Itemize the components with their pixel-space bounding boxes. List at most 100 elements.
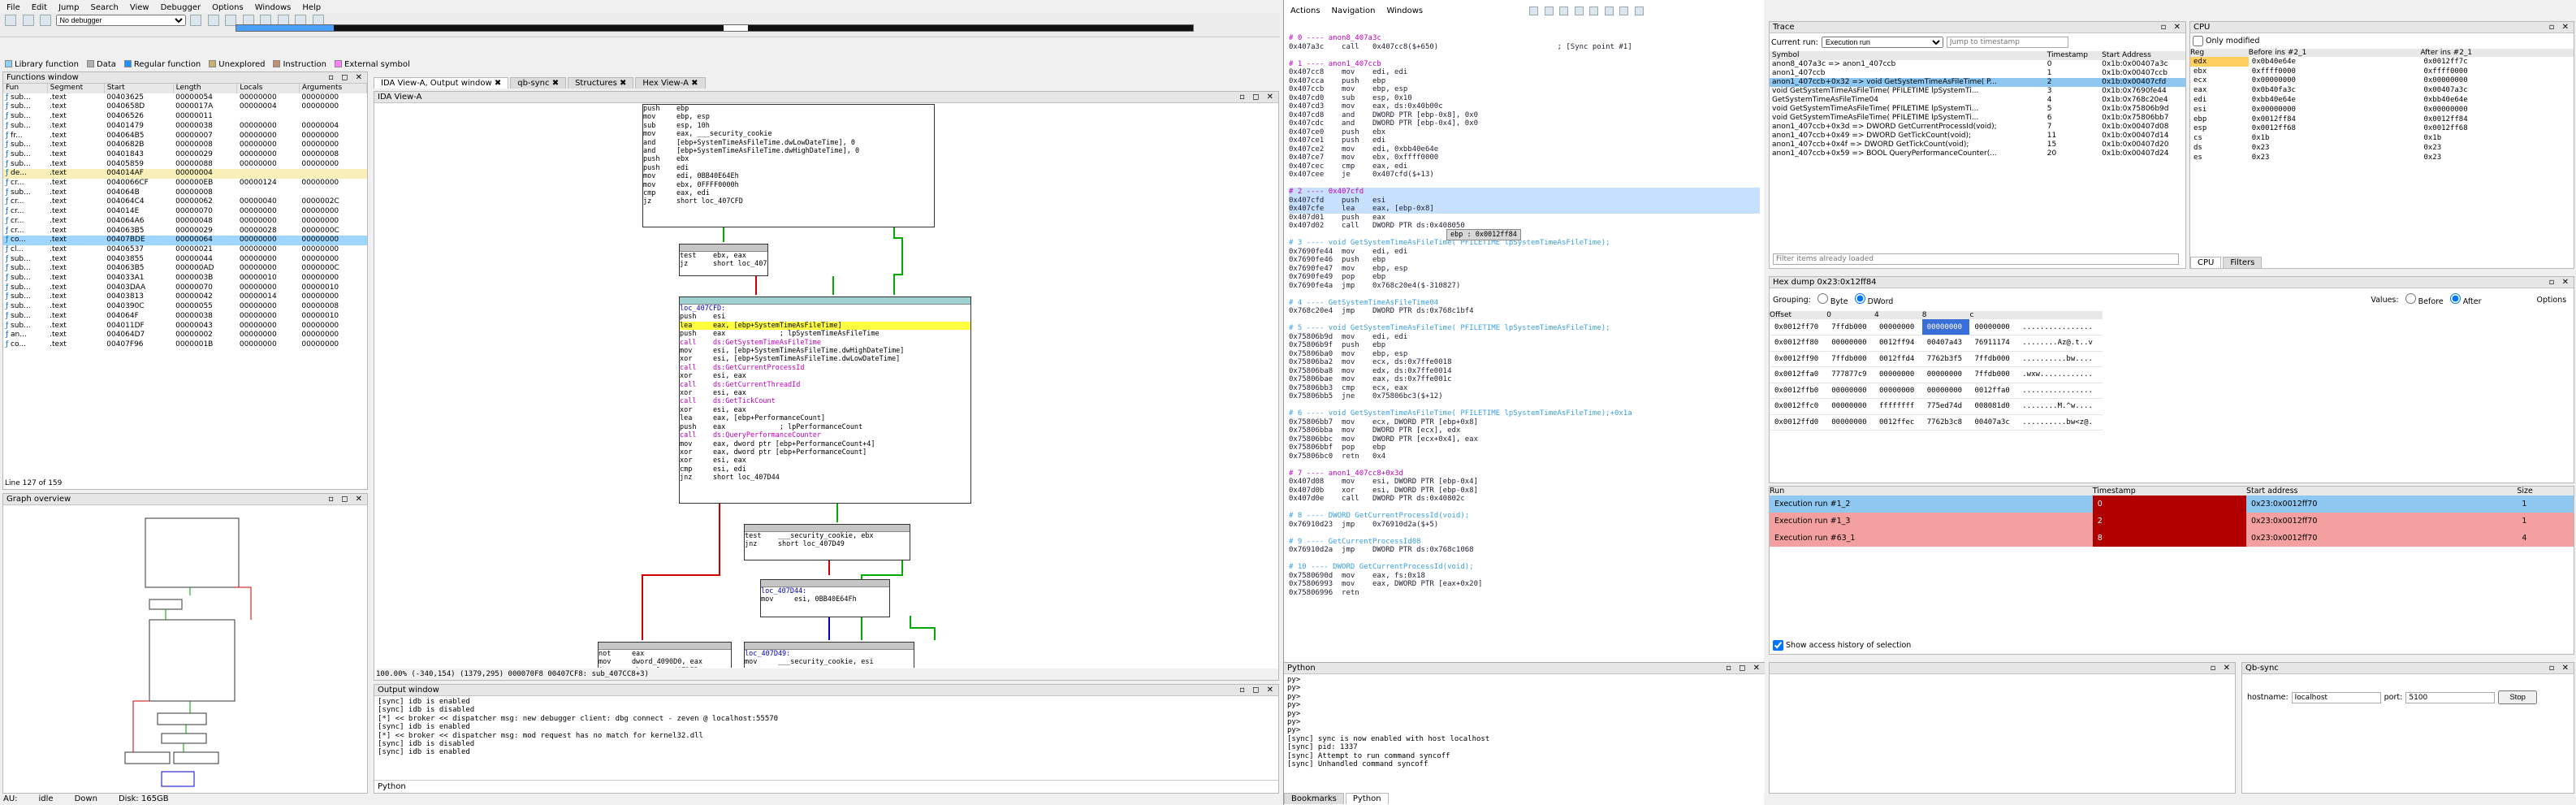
tab-qb-sync[interactable]: qb-sync ✖ [510, 77, 567, 89]
column-header[interactable]: Fun [3, 84, 48, 93]
pause-icon[interactable] [22, 15, 34, 26]
asm-line[interactable]: loc_407CFD: [680, 305, 726, 313]
column-header[interactable]: Start Address [2102, 51, 2151, 59]
asm-line[interactable]: 0x7690fe49 pop ebp [1289, 273, 1386, 281]
column-header[interactable]: Locals [236, 84, 300, 93]
asm-line[interactable]: 0x407ccb mov ebp, esp [1289, 85, 1408, 93]
asm-line[interactable]: jnz short loc_407D44 [680, 474, 780, 483]
trace-row[interactable]: anon1_407ccb+0x3d => DWORD GetCurrentPro… [1770, 123, 2185, 132]
asm-line[interactable]: 0x75806b9f push ebp [1289, 341, 1386, 349]
run-to-cursor-icon[interactable] [225, 15, 236, 26]
asm-line[interactable]: cmp esi, edi [680, 465, 746, 474]
asm-line[interactable]: 0x75806ba2 mov ecx, ds:0x7ffe0018 [1289, 358, 1452, 366]
asm-line[interactable]: 0x407cd3 mov eax, ds:0x40b00c [1289, 102, 1443, 110]
jump-to-timestamp-input[interactable] [1946, 37, 2068, 48]
block-header[interactable]: # 3 ---- void GetSystemTimeAsFileTime( P… [1289, 239, 1610, 247]
block-header[interactable]: # 4 ---- GetSystemTimeAsFileTime04 [1289, 298, 1439, 307]
menu-jump[interactable]: Jump [58, 2, 80, 12]
asm-line[interactable]: 0x75806bb5 jne 0x75806bc3($+12) [1289, 392, 1443, 400]
asm-line[interactable]: 0x7690fe46 push ebp [1289, 256, 1386, 264]
after-radio[interactable]: After [2449, 293, 2482, 306]
trace-row[interactable]: void GetSystemTimeAsFileTime( PFILETIME … [1770, 105, 2185, 114]
run-icon[interactable] [5, 15, 16, 26]
asm-line[interactable]: 0x75806b9d mov edi, edi [1289, 332, 1408, 341]
asm-line[interactable]: jmp short loc_407D5B [599, 667, 731, 668]
asm-line[interactable]: 0x76910d23 jmp 0x76910d2a($+5) [1289, 520, 1439, 529]
asm-line[interactable]: and [ebp+SystemTimeAsFileTime.dwHighDate… [643, 147, 860, 156]
asm-line[interactable]: 0x75806996 retn [1289, 588, 1359, 597]
column-header[interactable]: Size [2517, 487, 2533, 496]
asm-line[interactable]: xor esi, eax [680, 389, 746, 398]
menu-windows[interactable]: Windows [1386, 6, 1424, 15]
hostname-input[interactable] [2291, 691, 2381, 703]
dword-radio[interactable]: DWord [1854, 293, 1893, 306]
asm-line[interactable]: jnz short loc_407D49 [745, 540, 845, 549]
menu-debugger[interactable]: Debugger [160, 2, 201, 12]
close-icon[interactable]: ✖ [494, 79, 502, 88]
block-header[interactable]: # 5 ---- void GetSystemTimeAsFileTime( P… [1289, 324, 1610, 332]
navigation-band[interactable] [236, 24, 1194, 32]
graph-node-loc-407d44[interactable]: loc_407D44:mov esi, 0BB40E64Fh [760, 579, 890, 617]
graph-node-loc-407d49[interactable]: loc_407D49:mov ___security_cookie, esi [744, 642, 914, 668]
debugger-select[interactable]: No debugger [55, 15, 186, 26]
block-header[interactable]: # 7 ---- anon1_407cc8+0x3d [1289, 469, 1403, 478]
asm-line[interactable]: 0x75806bb3 cmp ecx, eax [1289, 383, 1408, 392]
window-buttons[interactable]: ▫ ◻ ✕ [328, 73, 365, 82]
asm-line[interactable]: 0x407ce2 mov edi, 0xbb40e64e [1289, 145, 1439, 154]
memory-icon[interactable] [1604, 6, 1614, 15]
column-header[interactable]: Start [104, 84, 174, 93]
asm-line[interactable]: 0x75806bc0 retn 0x4 [1289, 452, 1386, 461]
asm-line[interactable]: call ds:GetCurrentProcessId [680, 363, 805, 372]
asm-line[interactable]: 0x407ce0 push ebx [1289, 128, 1386, 136]
asm-line[interactable] [1289, 529, 1760, 538]
step-over-icon[interactable] [207, 15, 219, 26]
trace-filter-input[interactable] [1773, 253, 2179, 265]
cli-language[interactable]: Python [378, 782, 406, 791]
asm-line[interactable]: mov ebp, esp [643, 113, 710, 122]
column-header[interactable]: Run [1770, 487, 1785, 496]
asm-line[interactable] [1289, 231, 1760, 240]
asm-line[interactable]: 0x75806bbf pop ebp [1289, 444, 1386, 452]
asm-line[interactable]: not eax [599, 650, 645, 658]
block-header[interactable]: # 10 ---- DWORD GetCurrentProcessId(void… [1289, 563, 1474, 571]
asm-line[interactable]: 0x407cd8 and DWORD PTR [ebp-0x8], 0x0 [1289, 110, 1478, 119]
asm-line[interactable]: mov eax, ___security_cookie [643, 130, 772, 139]
asm-line[interactable]: 0x407a3c call 0x407cc8($+650) ; [Sync po… [1289, 42, 1632, 51]
tab-cpu[interactable]: CPU [2190, 257, 2222, 268]
graph-overview-canvas[interactable] [36, 510, 344, 790]
asm-line[interactable]: 0x75806993 mov eax, DWORD PTR [eax+0x20] [1289, 580, 1483, 588]
asm-line[interactable]: 0x407cfd push esi [1289, 196, 1760, 205]
trace-row[interactable]: void GetSystemTimeAsFileTime( PFILETIME … [1770, 114, 2185, 123]
menu-search[interactable]: Search [90, 2, 119, 12]
bookmark-icon[interactable] [1589, 6, 1598, 15]
tab-structures[interactable]: Structures ✖ [568, 77, 634, 89]
asm-line[interactable] [1289, 51, 1760, 60]
undo-icon[interactable] [1529, 6, 1538, 15]
asm-line[interactable] [1289, 504, 1760, 513]
menu-edit[interactable]: Edit [31, 2, 48, 12]
asm-line[interactable]: 0x407d08 mov esi, DWORD PTR [ebp-0x4] [1289, 478, 1478, 486]
